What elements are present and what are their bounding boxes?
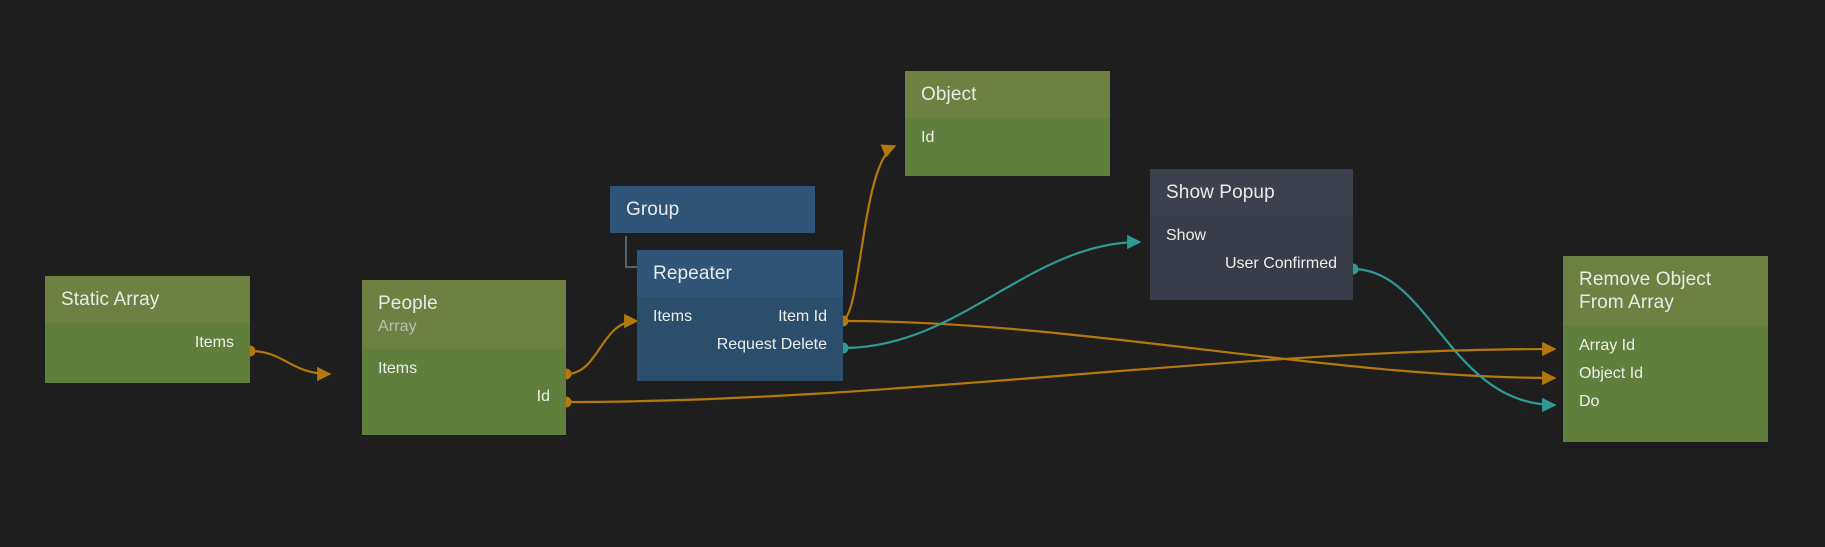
node-people-body: Items Id bbox=[362, 349, 566, 435]
node-static-array-body: Items bbox=[45, 323, 250, 383]
node-remove-object-from-array-header: Remove Object From Array bbox=[1563, 256, 1768, 326]
node-remove-object-from-array-title: Remove Object From Array bbox=[1579, 269, 1712, 313]
node-show-popup-body: Show User Confirmed bbox=[1150, 216, 1353, 300]
node-repeater[interactable]: Repeater Items Item Id Request Delete bbox=[637, 250, 843, 381]
node-object-header: Object bbox=[905, 71, 1110, 118]
port-label: Item Id bbox=[778, 308, 827, 325]
node-static-array-header: Static Array bbox=[45, 276, 250, 323]
node-people-subtitle: Array bbox=[378, 318, 417, 335]
node-static-array-title: Static Array bbox=[61, 289, 160, 310]
port-label: Id bbox=[536, 388, 550, 405]
node-show-popup[interactable]: Show Popup Show User Confirmed bbox=[1150, 169, 1353, 300]
port-people-id-out[interactable]: Id bbox=[362, 383, 566, 411]
node-people-header: People Array bbox=[362, 280, 566, 349]
node-remove-object-from-array-body: Array Id Object Id Do bbox=[1563, 326, 1768, 442]
wire-repeater-requestdelete-to-showpopup-show bbox=[837, 234, 1142, 354]
port-label: Do bbox=[1579, 393, 1600, 410]
port-repeater-items-in[interactable]: Items Item Id bbox=[637, 303, 843, 331]
node-repeater-body: Items Item Id Request Delete bbox=[637, 297, 843, 381]
node-show-popup-title: Show Popup bbox=[1166, 182, 1275, 203]
node-object[interactable]: Object Id bbox=[905, 71, 1110, 176]
node-static-array[interactable]: Static Array Items bbox=[45, 276, 250, 383]
port-static-array-items-out[interactable]: Items bbox=[45, 329, 250, 357]
node-group[interactable]: Group bbox=[610, 186, 815, 233]
wire-repeater-itemid-to-object-id bbox=[842, 144, 897, 322]
node-remove-object-from-array[interactable]: Remove Object From Array Array Id Object… bbox=[1563, 256, 1768, 442]
node-group-title: Group bbox=[626, 199, 680, 220]
port-label: Array Id bbox=[1579, 337, 1636, 354]
port-object-id-in[interactable]: Id bbox=[905, 124, 1110, 152]
wire-static-array-items-to-people-items bbox=[244, 345, 332, 382]
port-label: Show bbox=[1166, 227, 1207, 244]
port-label: Items bbox=[378, 360, 418, 377]
port-people-items-in[interactable]: Items bbox=[362, 355, 566, 383]
port-label: User Confirmed bbox=[1224, 255, 1337, 272]
group-child-connector bbox=[625, 236, 645, 268]
port-label: Items bbox=[653, 308, 693, 325]
port-remove-do-in[interactable]: Do bbox=[1563, 388, 1768, 416]
node-people[interactable]: People Array Items Id bbox=[362, 280, 566, 435]
wire-showpopup-userconfirmed-to-remove-do bbox=[1347, 263, 1557, 413]
node-group-header: Group bbox=[610, 186, 815, 233]
port-label: Request Delete bbox=[716, 336, 827, 353]
node-repeater-title: Repeater bbox=[653, 263, 732, 284]
node-object-body: Id bbox=[905, 118, 1110, 176]
wire-people-out-to-repeater-items bbox=[560, 313, 639, 380]
port-remove-object-id-in[interactable]: Object Id bbox=[1563, 360, 1768, 388]
port-repeater-request-delete-out[interactable]: Request Delete bbox=[637, 331, 843, 359]
port-remove-array-id-in[interactable]: Array Id bbox=[1563, 332, 1768, 360]
node-show-popup-header: Show Popup bbox=[1150, 169, 1353, 216]
port-show-popup-show-in[interactable]: Show bbox=[1150, 222, 1353, 250]
wire-repeater-itemid-to-remove-objectid bbox=[837, 315, 1557, 386]
port-show-popup-user-confirmed-out[interactable]: User Confirmed bbox=[1150, 250, 1353, 278]
port-label: Object Id bbox=[1579, 365, 1644, 382]
node-repeater-header: Repeater bbox=[637, 250, 843, 297]
port-label: Items bbox=[194, 334, 234, 351]
node-people-title: People bbox=[378, 293, 438, 314]
node-object-title: Object bbox=[921, 84, 977, 105]
port-label: Id bbox=[921, 129, 935, 146]
